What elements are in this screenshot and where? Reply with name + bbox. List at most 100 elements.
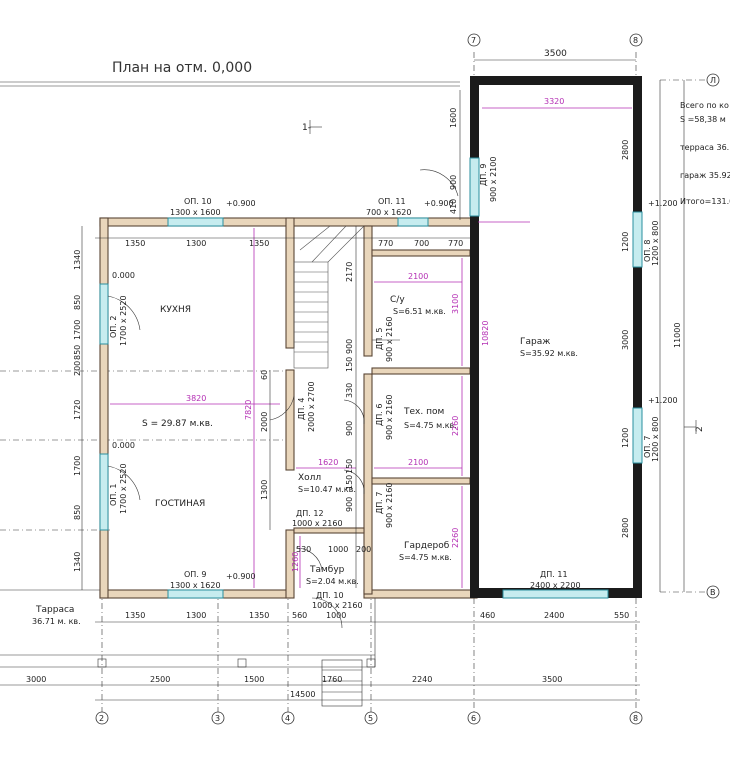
dim-hall-vert-2: 1300 xyxy=(260,480,269,500)
room-wardrobe-area: S=4.75 м.кв. xyxy=(399,553,452,562)
summary-line-3: терраса 36. xyxy=(680,143,729,152)
room-bath-name: С/у xyxy=(390,295,405,305)
dim-tech-height: 2260 xyxy=(451,416,460,436)
dim-misc-2: 900 xyxy=(345,497,354,512)
opening-op8-size: 1200 х 800 xyxy=(651,221,660,266)
dim-right-1: 2800 xyxy=(621,140,630,160)
opening-dp5-size: 900 х 2160 xyxy=(385,317,394,362)
dim-misc-4: 330 xyxy=(345,383,354,398)
opening-dp7-name: ДП. 7 xyxy=(375,492,384,514)
dim-bot-3: 1350 xyxy=(249,611,269,620)
opening-op7-size: 1200 х 800 xyxy=(651,417,660,462)
level-op11: +0.900 xyxy=(424,199,454,208)
axis-label-6: 6 xyxy=(471,714,476,723)
summary-line-5: Итого=131.01 xyxy=(680,197,730,206)
dim-vest-3: 200 xyxy=(356,545,371,554)
room-vestibule-area: S=2.04 м.кв. xyxy=(306,577,359,586)
window-op10 xyxy=(167,217,224,227)
axis-label-2: 2 xyxy=(99,714,104,723)
level-kitchen: 0.000 xyxy=(112,271,135,280)
dimension-lines xyxy=(0,59,697,701)
dim-top-6: 770 xyxy=(448,239,463,248)
opening-op10-name: ОП. 10 xyxy=(184,197,212,206)
dim-bot-2: 1300 xyxy=(186,611,206,620)
opening-dp11-size: 2400 х 2200 xyxy=(530,581,581,590)
dim-left-5: 200 xyxy=(73,361,82,376)
room-living-name: ГОСТИНАЯ xyxy=(155,499,205,509)
opening-op9-name: ОП. 9 xyxy=(184,570,207,579)
section-mark-1: 1- xyxy=(302,123,311,133)
dim-wardrobe-height: 2260 xyxy=(451,528,460,548)
opening-dp4-name: ДП. 4 xyxy=(297,398,306,420)
dim-bot-6: 460 xyxy=(480,611,495,620)
door-swings xyxy=(107,169,459,629)
dim-top-2: 1300 xyxy=(186,239,206,248)
dim-total-2: 2500 xyxy=(150,675,170,684)
room-garage-name: Гараж xyxy=(520,337,550,347)
dim-vest-2: 1000 xyxy=(328,545,348,554)
opening-op10-size: 1300 х 1600 xyxy=(170,208,221,217)
dim-left-1: 1340 xyxy=(73,250,82,270)
stairs xyxy=(293,225,365,369)
dim-vestibule-height: 1260 xyxy=(291,552,300,572)
opening-dp6-name: ДП. 6 xyxy=(375,404,384,426)
dim-bot-4: 560 xyxy=(292,611,307,620)
dim-misc-5: 150 xyxy=(345,475,354,490)
level-op10: +0.900 xyxy=(226,199,256,208)
section-mark-2: 2 xyxy=(695,426,705,432)
dim-right-3: 3000 xyxy=(621,330,630,350)
dim-left-3: 1700 xyxy=(73,320,82,340)
dim-bot-1: 1350 xyxy=(125,611,145,620)
dim-top-3: 1350 xyxy=(249,239,269,248)
window-op7 xyxy=(632,407,643,464)
garage-gate-dp11 xyxy=(502,589,609,599)
summary-line-4: гараж 35.92 xyxy=(680,171,730,180)
dim-upper-2: 900 xyxy=(449,175,458,190)
dim-tech-width: 2100 xyxy=(408,458,428,467)
opening-dp9-name: ДП. 9 xyxy=(479,164,488,186)
opening-op11-size: 700 х 1620 xyxy=(366,208,411,217)
opening-dp7-size: 900 х 2160 xyxy=(385,483,394,528)
dim-bath-height: 3100 xyxy=(451,294,460,314)
dim-garage-inner: 3320 xyxy=(544,97,564,106)
dim-stair-3: 150 xyxy=(345,357,354,372)
terrace-outline xyxy=(0,589,376,668)
dim-kitchen-height: 7820 xyxy=(244,400,253,420)
opening-dp10-size: 1000 х 2160 xyxy=(312,601,363,610)
level-garage-top: +1.200 xyxy=(648,199,678,208)
axis-label-5: 5 xyxy=(368,714,373,723)
opening-op9-size: 1300 х 1620 xyxy=(170,581,221,590)
opening-dp10-name: ДП. 10 xyxy=(316,591,344,600)
dim-total-1: 3000 xyxy=(26,675,46,684)
dim-left-8: 850 xyxy=(73,505,82,520)
dim-left-6: 1720 xyxy=(73,400,82,420)
dim-stair-1: 2170 xyxy=(345,262,354,282)
axis-label-4: 4 xyxy=(285,714,290,723)
dim-kitchen-width: 3820 xyxy=(186,394,206,403)
dim-misc-3: 150 xyxy=(345,459,354,474)
opening-op7-name: ОП. 7 xyxy=(643,436,652,459)
summary-line-1: Всего по ко xyxy=(680,101,729,110)
opening-op1-size: 1700 х 2520 xyxy=(119,463,128,514)
room-tech-area: S=4.75 м.кв. xyxy=(404,421,457,430)
dim-total-5: 2240 xyxy=(412,675,432,684)
axis-label-L: Л xyxy=(710,76,716,85)
dim-misc-1: 900 xyxy=(345,421,354,436)
terrace-area: 36.71 м. кв. xyxy=(32,617,81,626)
dim-left-4: 850 xyxy=(73,345,82,360)
dim-left-9: 1340 xyxy=(73,552,82,572)
door-dp9 xyxy=(469,157,480,217)
opening-dp12-size: 1000 х 2160 xyxy=(292,519,343,528)
window-op8 xyxy=(632,211,643,268)
room-living-area: S = 29.87 м.кв. xyxy=(142,419,213,429)
opening-dp12-name: ДП. 12 xyxy=(296,509,324,518)
dim-top-garage: 3500 xyxy=(544,49,567,59)
room-hall-name: Холл xyxy=(298,473,321,483)
room-garage-area: S=35.92 м.кв. xyxy=(520,349,578,358)
dim-vest-1: 530 xyxy=(296,545,311,554)
dim-top-4: 770 xyxy=(378,239,393,248)
axis-label-3: 3 xyxy=(215,714,220,723)
dim-bot-8: 550 xyxy=(614,611,629,620)
opening-dp4-size: 2000 х 2700 xyxy=(307,381,316,432)
dim-right-2: 1200 xyxy=(621,232,630,252)
